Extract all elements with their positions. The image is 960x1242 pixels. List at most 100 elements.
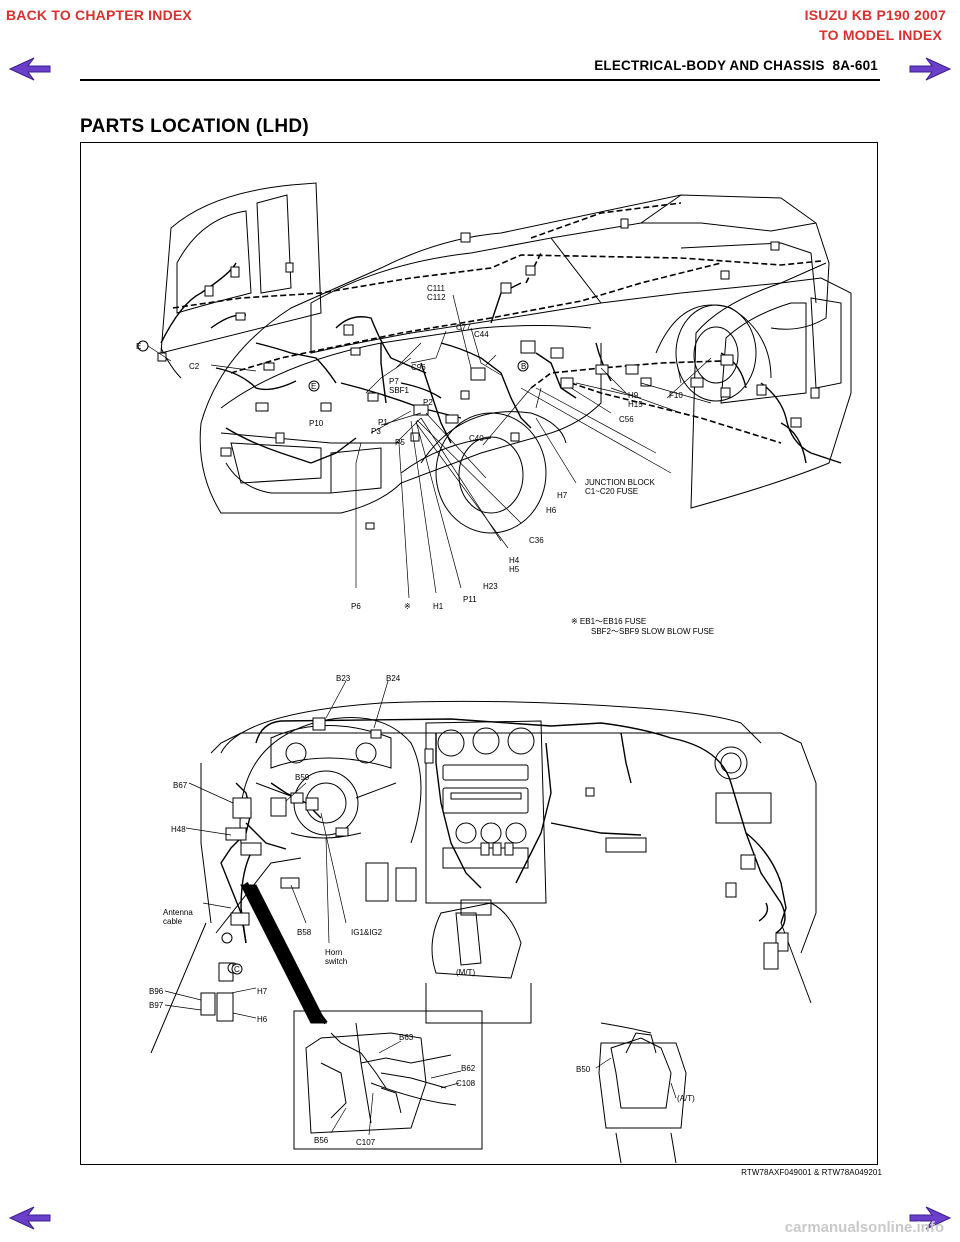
label-C56: C56	[619, 415, 634, 424]
connector-B67	[232, 797, 252, 819]
label-C112: C112	[427, 293, 446, 302]
truck-body-outline	[200, 194, 830, 424]
connector-B23	[312, 717, 326, 731]
arrow-right-icon[interactable]	[908, 56, 952, 82]
label-horn-2: switch	[325, 957, 347, 966]
label-C: C	[234, 965, 240, 974]
label-B56: B56	[314, 1136, 329, 1145]
label-P10: P10	[309, 419, 324, 428]
label-horn-1: Horn	[325, 948, 342, 957]
connector-B96	[200, 992, 216, 1016]
right-vent	[714, 746, 748, 780]
label-C107: C107	[356, 1138, 376, 1147]
arrow-left-icon[interactable]	[8, 1205, 52, 1231]
dashboard-top-outline	[220, 700, 762, 754]
label-SBF1: SBF1	[389, 386, 410, 395]
label-B62: B62	[461, 1064, 476, 1073]
label-B59: B59	[295, 773, 310, 782]
watermark: carmanualsonline.info	[784, 1219, 944, 1236]
label-E-top: E	[136, 342, 141, 351]
left-door-outline	[160, 182, 322, 354]
label-B67: B67	[173, 781, 188, 790]
label-C36: C36	[529, 536, 544, 545]
label-B23: B23	[336, 674, 351, 683]
arrow-left-icon[interactable]	[8, 56, 52, 82]
label-B97: B97	[149, 1001, 164, 1010]
label-C108: C108	[456, 1079, 476, 1088]
label-antenna-2: cable	[163, 917, 183, 926]
label-B58: B58	[297, 928, 312, 937]
label-B24: B24	[386, 674, 401, 683]
figure-code: RTW78AXF049001 & RTW78A049201	[741, 1168, 882, 1177]
label-antenna-1: Antenna	[163, 908, 193, 917]
label-H7-dash: H7	[257, 987, 268, 996]
climate-knob-left	[455, 822, 477, 844]
shift-lever-mt	[455, 912, 482, 966]
center-vent-left	[437, 729, 465, 757]
label-C77: C77	[456, 323, 471, 332]
instrument-cluster	[270, 725, 392, 769]
label-P1: P1	[378, 418, 388, 427]
label-H5: H5	[509, 565, 520, 574]
label-B50: B50	[576, 1065, 591, 1074]
model-title-link[interactable]: ISUZU KB P190 2007	[804, 7, 946, 23]
label-P3: P3	[371, 427, 381, 436]
label-C40: C40	[469, 434, 484, 443]
audio-unit	[442, 764, 529, 781]
center-stack	[425, 720, 547, 904]
label-H9: H9	[628, 391, 639, 400]
label-junction-block: JUNCTION BLOCK	[585, 478, 655, 487]
wiring-diagram: E C2 E C111 C112 C77 C44 C96 B P7 SBF1 P…	[136, 182, 852, 1164]
label-B: B	[521, 362, 526, 371]
label-C96: C96	[411, 363, 426, 372]
right-door-window	[720, 302, 807, 404]
windshield	[310, 237, 602, 354]
front-grille	[330, 447, 382, 494]
label-P2: P2	[423, 398, 433, 407]
pedal	[365, 862, 389, 902]
instrument-harness	[255, 718, 786, 934]
label-H23: H23	[483, 582, 498, 591]
label-F10: F10	[669, 391, 683, 400]
fuse-note-line1: ※ EB1～EB16 FUSE	[571, 617, 646, 626]
label-C44: C44	[474, 330, 489, 339]
label-P5: P5	[395, 438, 405, 447]
parts-location-figure: E C2 E C111 C112 C77 C44 C96 B P7 SBF1 P…	[80, 142, 878, 1165]
connector-B24	[370, 729, 382, 739]
header-section: ELECTRICAL-BODY AND CHASSIS	[594, 58, 825, 73]
label-AT: (A/T)	[677, 1094, 695, 1103]
label-C2: C2	[189, 362, 200, 371]
connector-B58	[280, 877, 300, 889]
label-H1: H1	[433, 602, 444, 611]
label-H6-dash: H6	[257, 1015, 268, 1024]
label-H6-vehicle: H6	[546, 506, 557, 515]
header-rule	[80, 79, 880, 81]
label-P6: P6	[351, 602, 361, 611]
label-H7-vehicle: H7	[557, 491, 568, 500]
label-H15: H15	[628, 400, 643, 409]
label-H4: H4	[509, 556, 520, 565]
page-title: PARTS LOCATION (LHD)	[80, 116, 310, 137]
to-model-index-link[interactable]: TO MODEL INDEX	[819, 27, 942, 43]
label-P11: P11	[463, 595, 477, 604]
fuse-note-line2: SBF2～SBF9 SLOW BLOW FUSE	[591, 627, 714, 636]
back-to-chapter-index-link[interactable]: BACK TO CHAPTER INDEX	[6, 7, 192, 23]
shift-lever-at	[610, 1037, 672, 1109]
label-C111: C111	[427, 284, 445, 293]
arrow-right-icon[interactable]	[908, 1205, 952, 1231]
label-B63: B63	[399, 1033, 414, 1042]
label-junction-fuse: C1~C20 FUSE	[585, 487, 638, 496]
left-door-window	[176, 210, 252, 314]
label-IG: IG1&IG2	[351, 928, 383, 937]
header-page-number: 8A-601	[832, 58, 878, 73]
inset-detail-box	[293, 1010, 483, 1150]
steering-wheel-rim	[239, 716, 422, 844]
connector-B97	[216, 992, 234, 1022]
right-door-outline	[690, 277, 852, 509]
label-MT: (M/T)	[456, 968, 475, 977]
label-E-mid: E	[311, 382, 316, 391]
label-ref-mark: ※	[404, 602, 411, 611]
page-header: ELECTRICAL-BODY AND CHASSIS 8A-601	[594, 58, 878, 73]
label-B96: B96	[149, 987, 164, 996]
label-P7: P7	[389, 377, 399, 386]
